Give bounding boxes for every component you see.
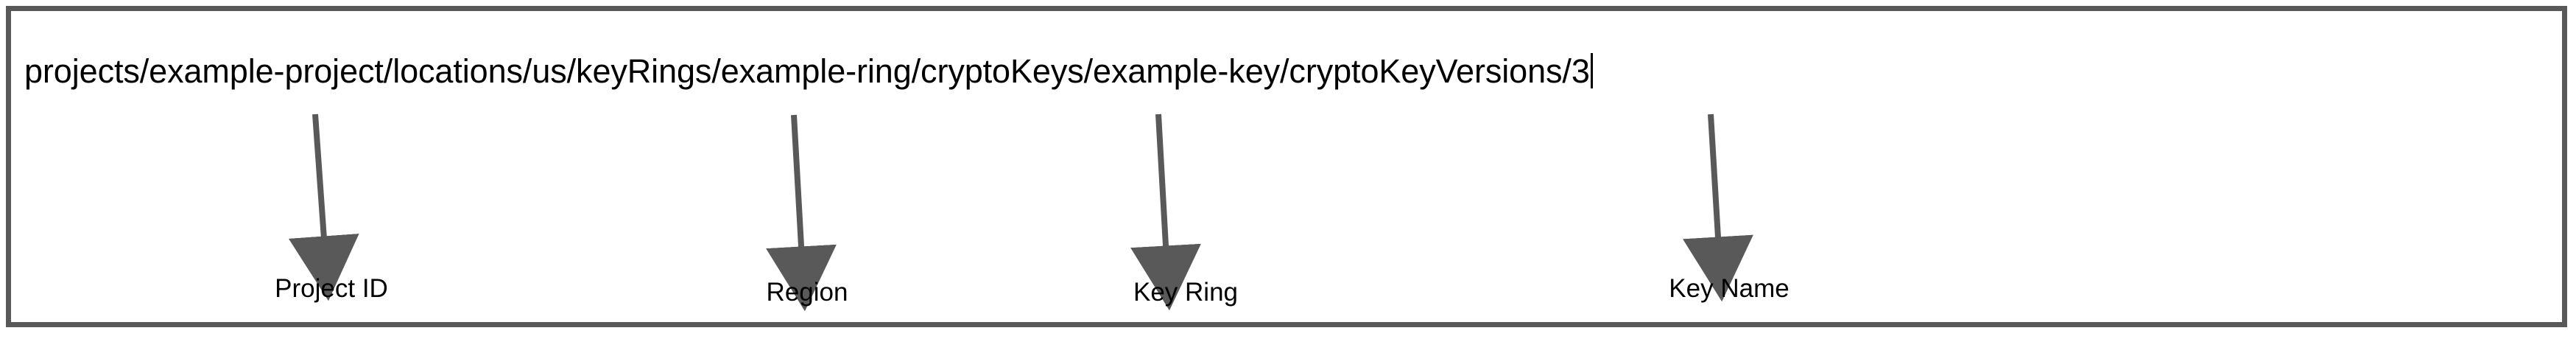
resource-name-textbox[interactable]: projects/example-project/locations/us/ke… [6, 6, 2567, 327]
annotation-label-key-name: Key Name [1669, 274, 1790, 303]
resource-path-line[interactable]: projects/example-project/locations/us/ke… [24, 48, 1593, 94]
resource-path-text: projects/example-project/locations/us/ke… [24, 52, 1590, 90]
annotation-label-region: Region [766, 278, 848, 307]
annotation-label-key-ring: Key Ring [1133, 278, 1239, 307]
annotation-label-project-id: Project ID [275, 274, 388, 303]
text-caret [1590, 53, 1593, 88]
